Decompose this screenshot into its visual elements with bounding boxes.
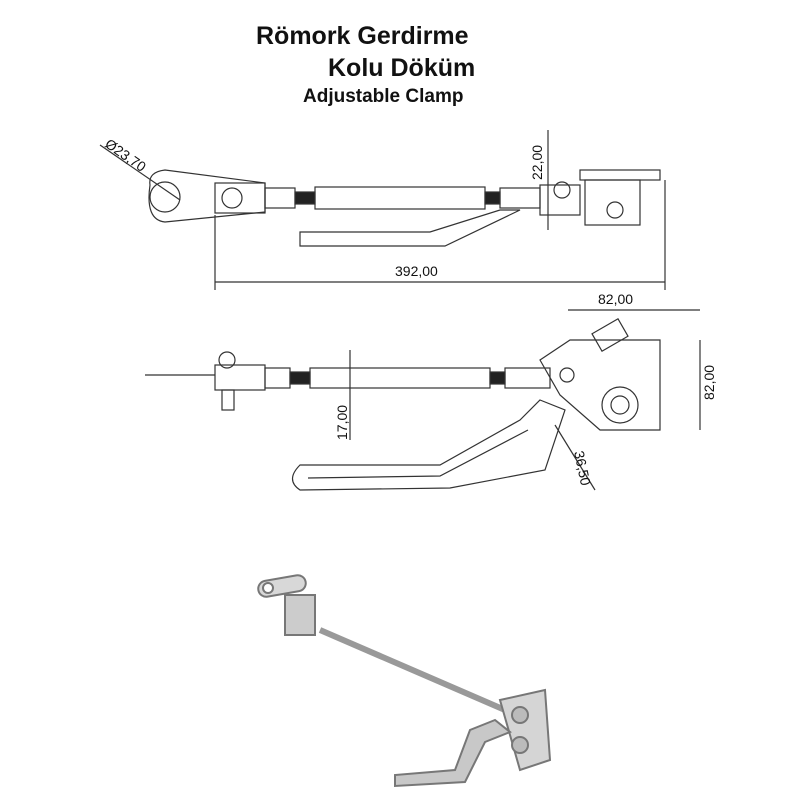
dim-overall-length: 392,00 bbox=[395, 263, 438, 279]
dim-top-height: 22,00 bbox=[529, 145, 545, 180]
dim-hole-diameter: Ø23,70 bbox=[102, 135, 149, 175]
dim-plate-height: 82,00 bbox=[701, 365, 717, 400]
top-view: Ø23,70 22,00 392,00 bbox=[99, 130, 666, 290]
title-line-2: Kolu Döküm bbox=[328, 54, 476, 82]
dim-rod-offset: 17,00 bbox=[334, 405, 350, 440]
title-line-3: Adjustable Clamp bbox=[303, 86, 464, 107]
product-render bbox=[257, 574, 552, 788]
side-view: 82,00 82,00 17,00 36,50 bbox=[145, 291, 717, 491]
dim-handle-width: 36,50 bbox=[571, 449, 594, 487]
dim-plate-width: 82,00 bbox=[598, 291, 633, 307]
title-line-1: Römork Gerdirme bbox=[256, 22, 469, 50]
